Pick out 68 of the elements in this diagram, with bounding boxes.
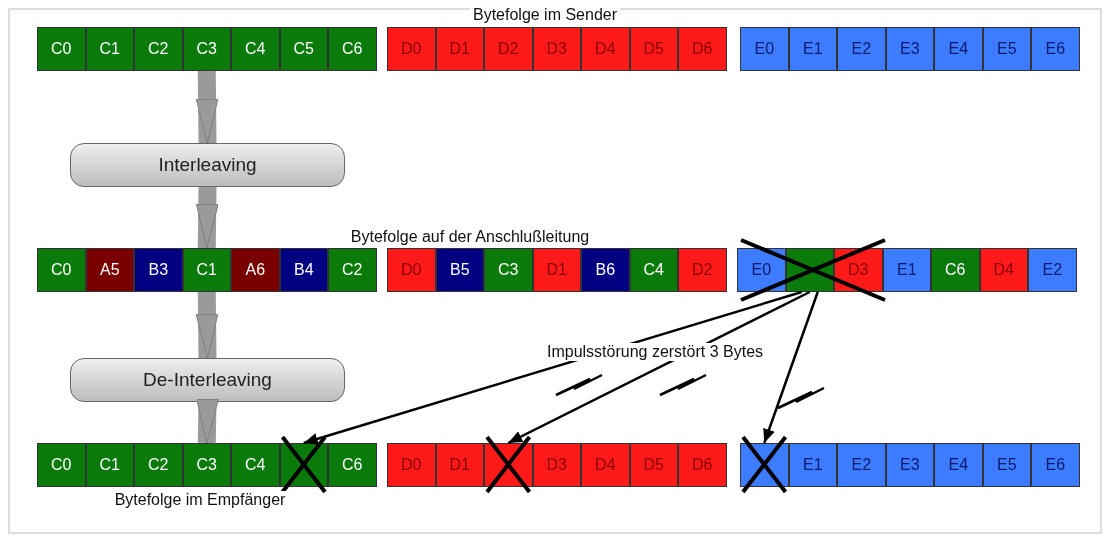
byte-cell: D3 bbox=[532, 443, 581, 487]
byte-cell: A6 bbox=[231, 248, 280, 292]
byte-cell: D6 bbox=[678, 443, 727, 487]
byte-cell: C1 bbox=[182, 248, 231, 292]
byte-cell: C0 bbox=[37, 443, 86, 487]
block-arrow bbox=[195, 291, 219, 359]
byte-cell: D2 bbox=[484, 27, 533, 71]
byte-cell: C4 bbox=[629, 248, 678, 292]
row-caption: Bytefolge im Sender bbox=[469, 6, 621, 24]
byte-cell: D1 bbox=[435, 27, 484, 71]
byte-cell: D2 bbox=[678, 248, 727, 292]
block-arrow bbox=[195, 70, 219, 144]
byte-cell: E2 bbox=[1028, 248, 1077, 292]
byte-cell: D0 bbox=[387, 443, 436, 487]
byte-cell: E2 bbox=[837, 443, 886, 487]
arrow bbox=[762, 291, 819, 444]
byte-cell: D3 bbox=[532, 27, 581, 71]
byte-cell: D5 bbox=[629, 443, 678, 487]
byte-cell: D6 bbox=[678, 27, 727, 71]
byte-cell: C6 bbox=[931, 248, 980, 292]
byte-cell: C2 bbox=[328, 248, 377, 292]
byte-cell: D4 bbox=[581, 443, 630, 487]
byte-cell: B4 bbox=[279, 248, 328, 292]
block-arrow bbox=[195, 401, 219, 444]
byte-cell: C4 bbox=[231, 443, 280, 487]
byte-cell: E5 bbox=[982, 27, 1031, 71]
byte-cell: E3 bbox=[885, 27, 934, 71]
byte-cell: E5 bbox=[982, 443, 1031, 487]
byte-cell: D5 bbox=[629, 27, 678, 71]
byte-cell: E1 bbox=[882, 248, 931, 292]
byte-cell: C0 bbox=[37, 248, 86, 292]
byte-cell: C3 bbox=[484, 248, 533, 292]
byte-cell: D4 bbox=[979, 248, 1028, 292]
byte-cell: E6 bbox=[1031, 27, 1080, 71]
byte-cell: E6 bbox=[1031, 443, 1080, 487]
byte-cell: A5 bbox=[85, 248, 134, 292]
byte-cell: B6 bbox=[581, 248, 630, 292]
byte-cell: C4 bbox=[231, 27, 280, 71]
block-arrow bbox=[195, 186, 219, 249]
byte-cell: E4 bbox=[934, 27, 983, 71]
byte-cell: E0 bbox=[737, 248, 786, 292]
byte-cell: C2 bbox=[134, 27, 183, 71]
byte-cell: E4 bbox=[934, 443, 983, 487]
byte-cell: C1 bbox=[85, 443, 134, 487]
byte-cell: C3 bbox=[182, 27, 231, 71]
byte-cell: C0 bbox=[37, 27, 86, 71]
byte-cell: B5 bbox=[435, 248, 484, 292]
process-box: De-Interleaving bbox=[70, 358, 345, 402]
byte-cell: D1 bbox=[532, 248, 581, 292]
byte-cell: C6 bbox=[328, 443, 377, 487]
byte-cell: B3 bbox=[134, 248, 183, 292]
byte-cell: E2 bbox=[837, 27, 886, 71]
byte-cell: E1 bbox=[788, 27, 837, 71]
arrow bbox=[507, 290, 811, 445]
byte-cell: D1 bbox=[435, 443, 484, 487]
byte-cell: D0 bbox=[387, 27, 436, 71]
byte-cell: E3 bbox=[885, 443, 934, 487]
byte-cell: D0 bbox=[387, 248, 436, 292]
byte-cell: E1 bbox=[788, 443, 837, 487]
byte-cell: D4 bbox=[581, 27, 630, 71]
byte-cell: C6 bbox=[328, 27, 377, 71]
process-box: Interleaving bbox=[70, 143, 345, 187]
arrow bbox=[303, 290, 803, 446]
byte-cell: C1 bbox=[85, 27, 134, 71]
byte-cell: E0 bbox=[740, 27, 789, 71]
byte-cell: C2 bbox=[134, 443, 183, 487]
byte-cell: C5 bbox=[279, 27, 328, 71]
byte-cell: C3 bbox=[182, 443, 231, 487]
